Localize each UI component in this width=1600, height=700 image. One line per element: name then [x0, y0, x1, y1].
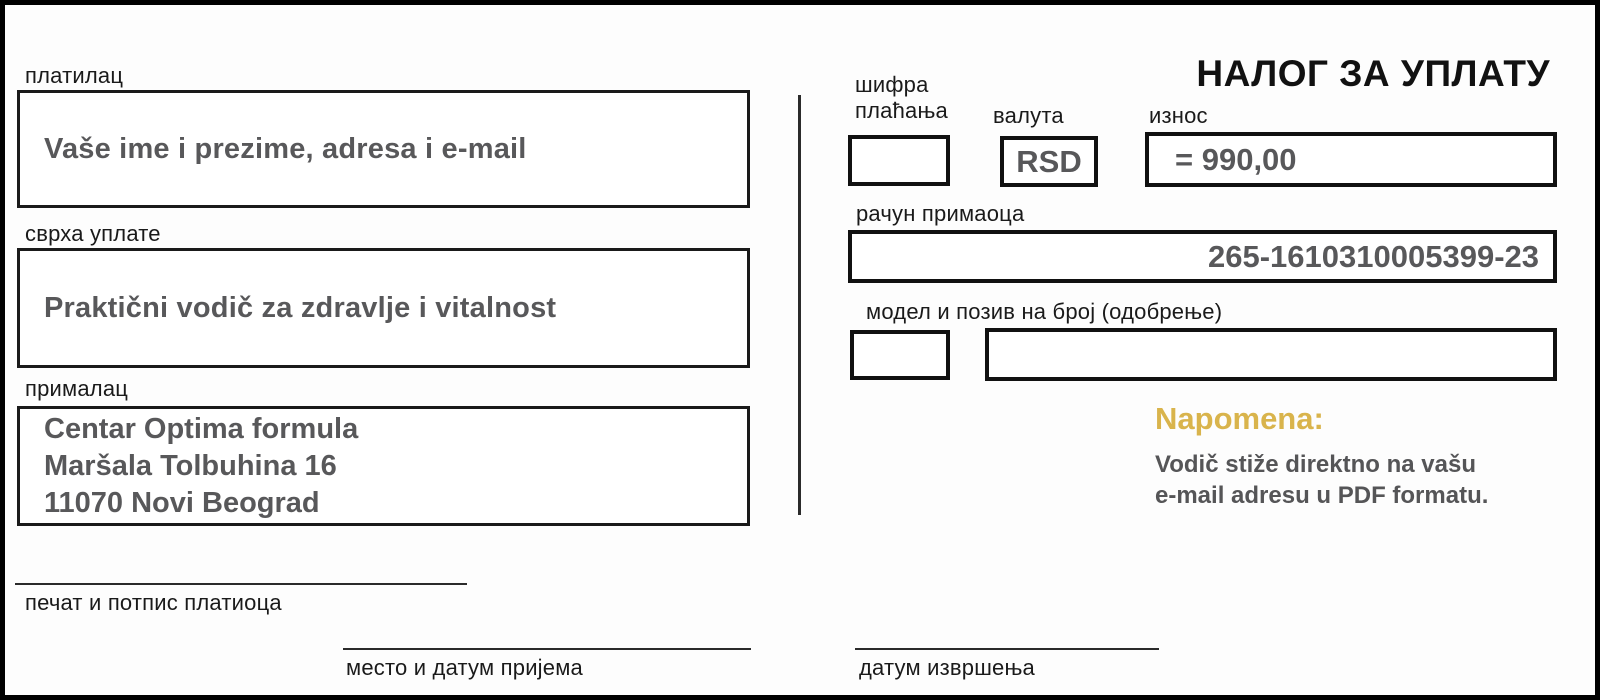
- note-text: Vodič stiže direktno na vašu e-mail adre…: [1155, 449, 1488, 511]
- payment-code-label: шифра плаћања: [855, 72, 948, 123]
- reference-number-field[interactable]: [985, 328, 1557, 381]
- note-line-1: Vodič stiže direktno na vašu: [1155, 451, 1476, 478]
- payer-value: Vaše ime i prezime, adresa i e-mail: [44, 132, 527, 165]
- recipient-label: прималац: [25, 376, 129, 401]
- note-heading: Napomena:: [1155, 401, 1324, 436]
- recipient-field[interactable]: Centar Optima formula Maršala Tolbuhina …: [17, 406, 750, 526]
- purpose-label: сврха уплате: [25, 221, 161, 246]
- receipt-place-date-line: [343, 648, 751, 650]
- currency-label: валута: [993, 103, 1064, 128]
- purpose-field[interactable]: Praktični vodič za zdravlje i vitalnost: [17, 248, 750, 368]
- page-title: НАЛОГ ЗА УПЛАТУ: [1196, 53, 1550, 94]
- execution-date-line: [855, 648, 1159, 650]
- note-line-2: e-mail adresu u PDF formatu.: [1155, 482, 1489, 509]
- currency-field[interactable]: RSD: [1000, 136, 1098, 187]
- recipient-account-field[interactable]: 265-1610310005399-23: [848, 230, 1557, 283]
- recipient-line-1: Centar Optima formula: [44, 412, 359, 445]
- amount-value: = 990,00: [1175, 141, 1297, 177]
- amount-label: износ: [1149, 103, 1208, 128]
- recipient-account-label: рачун примаоца: [856, 201, 1025, 226]
- amount-field[interactable]: = 990,00: [1145, 132, 1557, 187]
- recipient-account-value: 265-1610310005399-23: [1208, 238, 1539, 274]
- currency-value: RSD: [1016, 143, 1082, 179]
- recipient-line-3: 11070 Novi Beograd: [44, 486, 320, 519]
- payment-code-field[interactable]: [848, 135, 950, 186]
- signature-label: печат и потпис платиоца: [25, 590, 282, 615]
- model-field[interactable]: [850, 330, 950, 380]
- model-reference-label: модел и позив на број (одобрење): [866, 299, 1223, 324]
- receipt-place-date-label: место и датум пријема: [346, 655, 583, 680]
- payer-field[interactable]: Vaše ime i prezime, adresa i e-mail: [17, 90, 750, 208]
- purpose-value: Praktični vodič za zdravlje i vitalnost: [44, 291, 557, 324]
- recipient-line-2: Maršala Tolbuhina 16: [44, 449, 337, 482]
- execution-date-label: датум извршења: [859, 655, 1035, 680]
- signature-line: [15, 583, 467, 585]
- payer-label: платилац: [25, 63, 124, 88]
- section-divider: [798, 95, 801, 515]
